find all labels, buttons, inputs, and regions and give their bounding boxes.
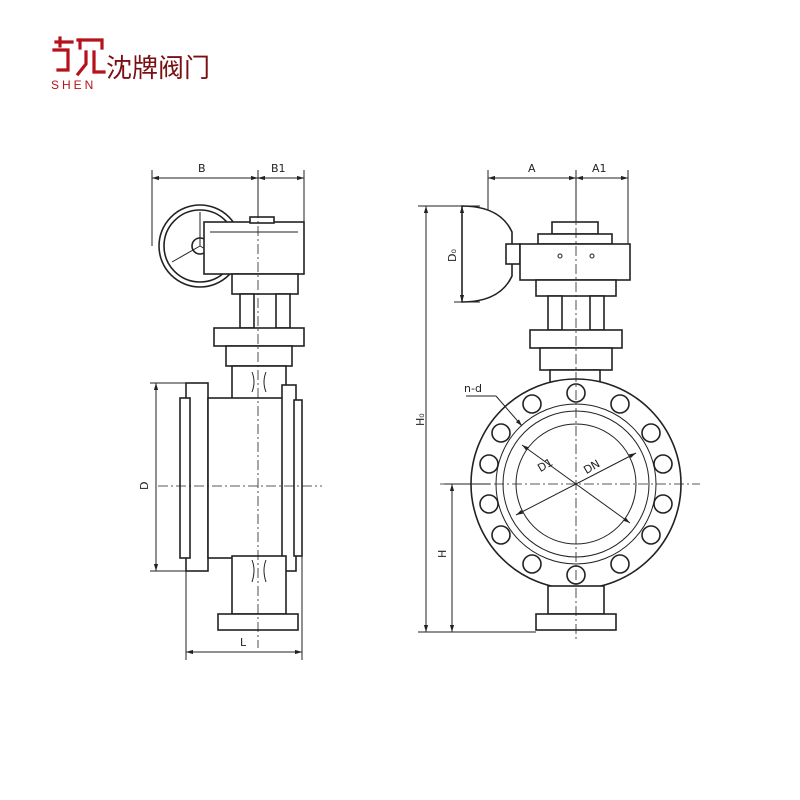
brand-logo: [50, 34, 230, 94]
gearbox: [203, 221, 305, 275]
handwheel-side: [461, 205, 513, 303]
dim-label-b1: B1: [271, 162, 286, 175]
dim-label-nd: n-d: [464, 382, 482, 395]
front-view: D1 DN n-d A A1 D₀ H₀ H: [414, 162, 700, 640]
valve-body: [207, 397, 289, 559]
dim-label-b: B: [198, 162, 206, 175]
brand-latin: SHEN: [51, 78, 97, 92]
shen-logo-icon: [52, 36, 106, 77]
bolt-holes: [479, 383, 673, 585]
dim-label-d0: D₀: [446, 249, 459, 262]
actuator-housing: [519, 243, 631, 281]
brand-name: 沈牌阀门: [106, 54, 211, 84]
dim-label-a: A: [528, 162, 536, 175]
dim-label-a1: A1: [592, 162, 607, 175]
dim-label-h: H: [436, 550, 449, 558]
side-view: B B1 D L: [138, 162, 322, 660]
dim-label-d: D: [138, 482, 151, 490]
dim-label-h0: H₀: [414, 413, 427, 426]
dim-label-l: L: [240, 636, 247, 649]
